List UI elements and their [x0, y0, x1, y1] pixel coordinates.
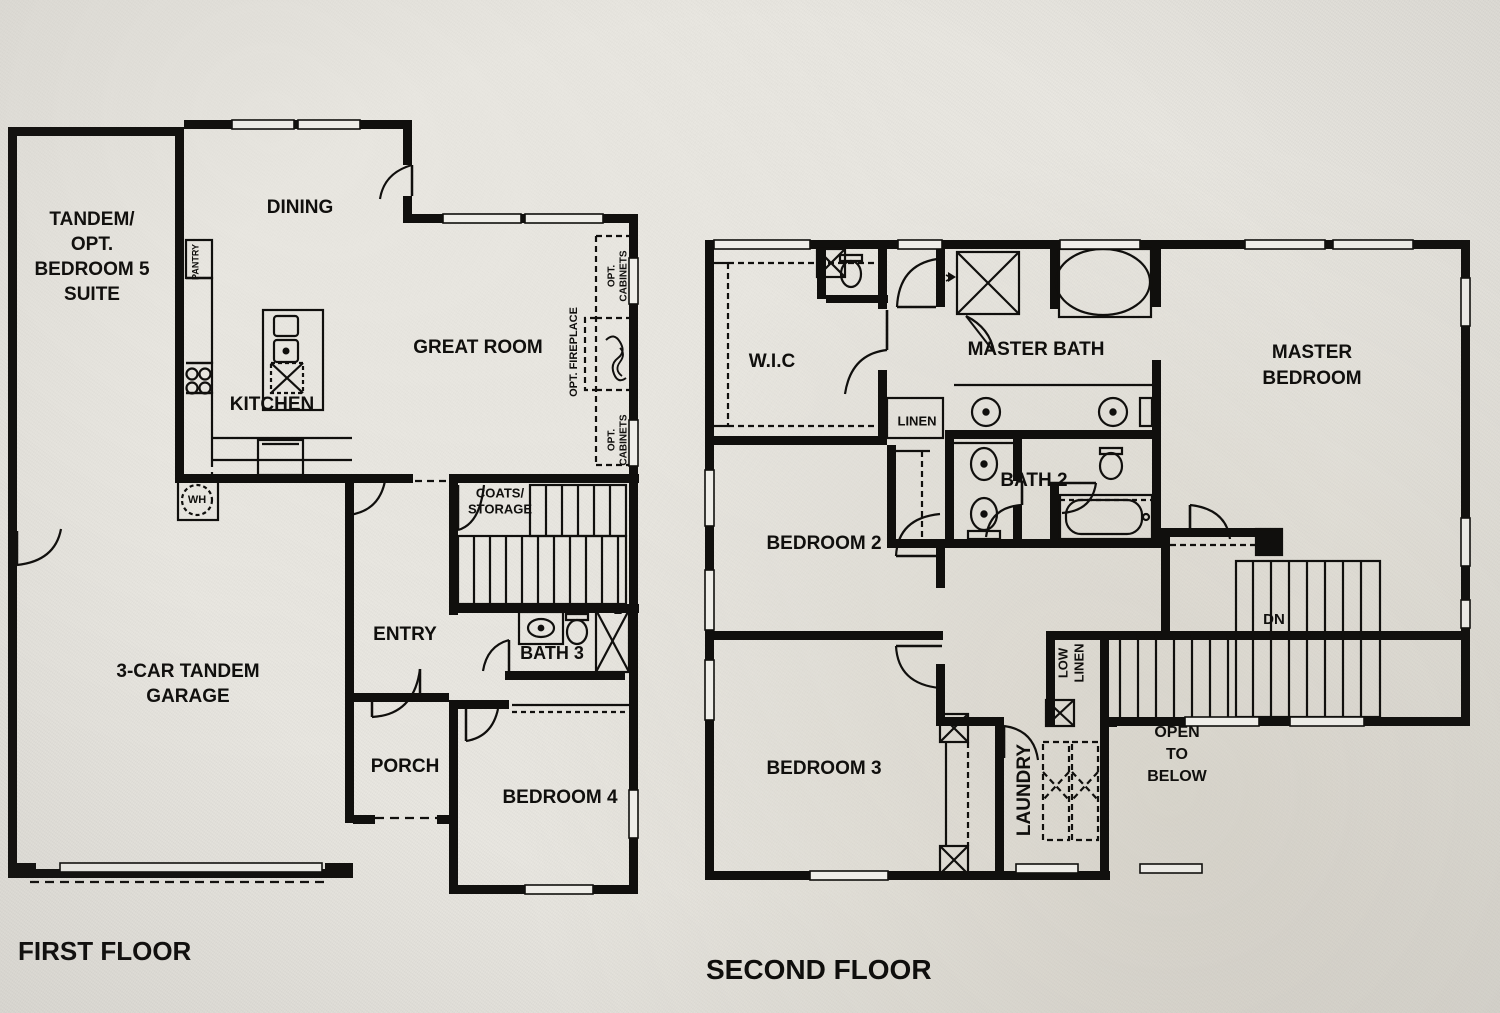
room-label-garage-line2: GARAGE — [146, 686, 229, 707]
label-opt-cabinets-upper-line1: OPT. — [607, 265, 618, 287]
room-label-tandem-line2: OPT. — [71, 234, 113, 255]
room-label-bedroom-2: BEDROOM 2 — [766, 533, 881, 554]
room-label-tandem-line3: BEDROOM 5 — [34, 259, 150, 280]
label-low-linen-line1: LOW — [1055, 647, 1070, 678]
room-label-tandem-line1: TANDEM/ — [49, 209, 135, 230]
room-label-entry: ENTRY — [373, 624, 437, 645]
label-water-heater: WH — [188, 494, 206, 506]
room-label-kitchen: KITCHEN — [230, 394, 314, 415]
room-label-dining: DINING — [267, 197, 334, 218]
room-label-laundry: LAUNDRY — [1014, 744, 1035, 837]
room-label-bedroom-3: BEDROOM 3 — [766, 758, 881, 779]
label-opt-cabinets-lower-line1: OPT. — [607, 429, 618, 451]
room-label-linen: LINEN — [898, 413, 937, 428]
room-label-master-bedroom-line2: BEDROOM — [1262, 368, 1361, 389]
second-floor-fixtures — [714, 247, 1382, 876]
room-label-master-bedroom-line1: MASTER — [1272, 342, 1353, 363]
room-label-great-room: GREAT ROOM — [413, 337, 542, 358]
first-floor-windows — [59, 119, 639, 895]
room-label-bath-3: BATH 3 — [520, 643, 584, 663]
room-label-coats-line2: STORAGE — [468, 501, 532, 516]
room-label-coats-line1: COATS/ — [476, 485, 525, 500]
room-label-bath-2: BATH 2 — [1000, 470, 1067, 491]
label-opt-fireplace: OPT. FIREPLACE — [568, 307, 580, 397]
room-label-master-bath: MASTER BATH — [968, 339, 1105, 360]
first-floor-plan — [8, 119, 639, 895]
first-floor-title: FIRST FLOOR — [18, 936, 192, 966]
label-pantry: PANTRY — [190, 244, 200, 280]
room-label-bedroom-4: BEDROOM 4 — [502, 787, 618, 808]
room-label-tandem-line4: SUITE — [64, 284, 120, 305]
room-label-open-to-below-line3: BELOW — [1147, 768, 1207, 785]
room-labels: TANDEM/ OPT. BEDROOM 5 SUITE DINING KITC… — [34, 197, 1361, 836]
label-opt-cabinets-lower-line2: CABINETS — [619, 414, 630, 465]
second-floor-plan — [704, 239, 1471, 881]
label-stair-direction-dn: DN — [1263, 611, 1285, 628]
label-low-linen-line2: LINEN — [1071, 644, 1086, 683]
room-label-garage-line1: 3-CAR TANDEM — [116, 661, 259, 682]
room-label-open-to-below-line1: OPEN — [1154, 724, 1199, 741]
room-label-wic: W.I.C — [749, 351, 796, 372]
label-opt-cabinets-upper-line2: CABINETS — [619, 250, 630, 301]
second-floor-windows — [704, 239, 1471, 881]
second-floor-title: SECOND FLOOR — [706, 954, 932, 985]
room-label-open-to-below-line2: TO — [1166, 746, 1188, 763]
first-floor-partitions — [15, 163, 631, 884]
room-label-porch: PORCH — [371, 756, 440, 777]
